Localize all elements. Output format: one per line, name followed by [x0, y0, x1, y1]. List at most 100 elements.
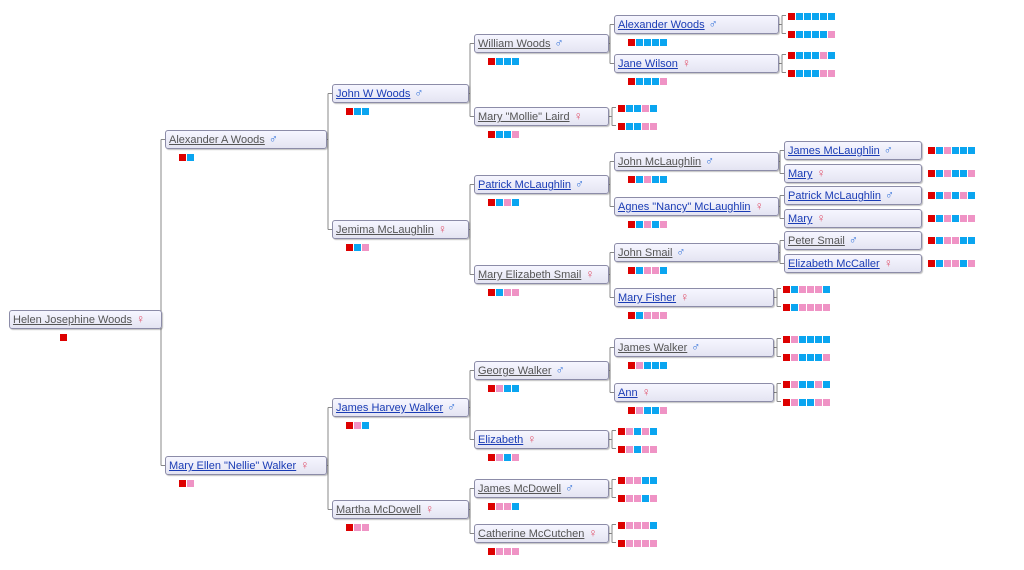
person-box-mary-fisher[interactable]: Mary Fisher♀ — [614, 288, 774, 307]
person-box-alexander-a-woods[interactable]: Alexander A Woods♂ — [165, 130, 327, 149]
person-name-link[interactable]: Helen Josephine Woods — [13, 314, 133, 326]
person-box-john-w-woods[interactable]: John W Woods♂ — [332, 84, 469, 103]
ancestry-marker-squares — [628, 39, 667, 46]
female-symbol-icon: ♀ — [816, 211, 826, 225]
marker-square-blue — [354, 108, 361, 115]
person-name-link[interactable]: Martha McDowell — [336, 504, 421, 516]
person-box-mary-mollie-laird[interactable]: Mary "Mollie" Laird♀ — [474, 107, 609, 126]
marker-square-pink — [660, 312, 667, 319]
marker-square-red — [788, 51, 795, 59]
person-name-link[interactable]: Patrick McLaughlin — [478, 179, 571, 191]
marker-square-blue — [796, 69, 803, 77]
marker-square-blue — [960, 147, 967, 154]
person-name-link[interactable]: George Walker — [478, 365, 552, 377]
marker-square-red — [346, 108, 353, 115]
person-name-link[interactable]: James Walker — [618, 342, 688, 354]
person-box-james-mcdowell[interactable]: James McDowell♂ — [474, 479, 609, 498]
marker-square-blue — [642, 476, 649, 484]
marker-square-red — [783, 353, 790, 361]
marker-square-blue — [807, 380, 814, 388]
person-name-link[interactable]: Jane Wilson — [618, 58, 678, 70]
person-box-catherine-mccutchen[interactable]: Catherine McCutchen♀ — [474, 524, 609, 543]
person-name-link[interactable]: John W Woods — [336, 88, 411, 100]
marker-square-blue — [796, 30, 803, 38]
person-name-link[interactable]: Ann — [618, 387, 638, 399]
person-name-link[interactable]: John Smail — [618, 247, 673, 259]
person-name-link[interactable]: Alexander Woods — [618, 19, 705, 31]
marker-square-pink — [636, 362, 643, 369]
person-name-link[interactable]: Elizabeth — [478, 434, 524, 446]
person-box-peter-smail[interactable]: Peter Smail♂ — [784, 231, 922, 250]
marker-square-blue — [815, 353, 822, 361]
person-box-patrick-mclaughlin[interactable]: Patrick McLaughlin♂ — [474, 175, 609, 194]
person-box-james-harvey-walker[interactable]: James Harvey Walker♂ — [332, 398, 469, 417]
marker-square-pink — [652, 267, 659, 274]
person-box-martha-mcdowell[interactable]: Martha McDowell♀ — [332, 500, 469, 519]
person-box-mary[interactable]: Mary♀ — [784, 164, 922, 183]
person-name-link[interactable]: Catherine McCutchen — [478, 528, 585, 540]
person-box-elizabeth-mccaller[interactable]: Elizabeth McCaller♀ — [784, 254, 922, 273]
person-name-link[interactable]: Elizabeth McCaller — [788, 258, 880, 270]
person-box-james-walker[interactable]: James Walker♂ — [614, 338, 774, 357]
marker-square-blue — [652, 78, 659, 85]
person-box-george-walker[interactable]: George Walker♂ — [474, 361, 609, 380]
person-name-link[interactable]: Peter Smail — [788, 235, 845, 247]
ancestry-marker-squares — [628, 78, 667, 85]
marker-square-pink — [626, 539, 633, 547]
marker-square-pink — [636, 407, 643, 414]
person-name-link[interactable]: Patrick McLaughlin — [788, 190, 881, 202]
male-symbol-icon: ♂ — [574, 177, 584, 191]
person-box-agnes-nancy-mclaughlin[interactable]: Agnes "Nancy" McLaughlin♀ — [614, 197, 779, 216]
marker-square-red — [488, 385, 495, 392]
marker-square-pink — [496, 503, 503, 510]
person-box-alexander-woods[interactable]: Alexander Woods♂ — [614, 15, 779, 34]
ancestry-marker-squares — [928, 260, 975, 267]
marker-square-pink — [644, 221, 651, 228]
person-box-john-smail[interactable]: John Smail♂ — [614, 243, 779, 262]
person-name-link[interactable]: Mary — [788, 168, 813, 180]
marker-square-red — [783, 335, 790, 343]
marker-square-pink — [944, 260, 951, 267]
marker-square-pink — [820, 69, 827, 77]
person-box-helen-josephine-woods[interactable]: Helen Josephine Woods♀ — [9, 310, 162, 329]
marker-square-pink — [823, 303, 830, 311]
marker-square-red — [628, 39, 635, 46]
person-box-william-woods[interactable]: William Woods♂ — [474, 34, 609, 53]
male-symbol-icon: ♂ — [414, 86, 424, 100]
person-name-link[interactable]: James Harvey Walker — [336, 402, 444, 414]
person-name-link[interactable]: John McLaughlin — [618, 156, 702, 168]
marker-square-blue — [828, 12, 835, 20]
person-box-patrick-mclaughlin[interactable]: Patrick McLaughlin♂ — [784, 186, 922, 205]
person-name-link[interactable]: Mary Ellen "Nellie" Walker — [169, 460, 297, 472]
person-box-jemima-mclaughlin[interactable]: Jemima McLaughlin♀ — [332, 220, 469, 239]
person-box-james-mclaughlin[interactable]: James McLaughlin♂ — [784, 141, 922, 160]
person-name-link[interactable]: Jemima McLaughlin — [336, 224, 434, 236]
person-box-mary-elizabeth-smail[interactable]: Mary Elizabeth Smail♀ — [474, 265, 609, 284]
person-box-mary-ellen-nellie-walker[interactable]: Mary Ellen "Nellie" Walker♀ — [165, 456, 327, 475]
person-name-link[interactable]: Mary "Mollie" Laird — [478, 111, 570, 123]
marker-square-red — [488, 131, 495, 138]
person-box-ann[interactable]: Ann♀ — [614, 383, 774, 402]
person-name-link[interactable]: James McLaughlin — [788, 145, 880, 157]
person-name-link[interactable]: Agnes "Nancy" McLaughlin — [618, 201, 751, 213]
marker-square-red — [783, 285, 790, 293]
person-name-link[interactable]: William Woods — [478, 38, 551, 50]
person-name-link[interactable]: Alexander A Woods — [169, 134, 265, 146]
person-name-link[interactable]: James McDowell — [478, 483, 562, 495]
ancestry-marker-squares — [628, 312, 667, 319]
person-name-link[interactable]: Mary Elizabeth Smail — [478, 269, 582, 281]
marker-square-pink — [634, 494, 641, 502]
marker-square-blue — [512, 385, 519, 392]
marker-square-pink — [968, 215, 975, 222]
person-name-link[interactable]: Mary — [788, 213, 813, 225]
marker-square-blue — [799, 380, 806, 388]
person-box-elizabeth[interactable]: Elizabeth♀ — [474, 430, 609, 449]
ancestry-marker-squares — [488, 454, 519, 461]
person-box-mary[interactable]: Mary♀ — [784, 209, 922, 228]
person-box-john-mclaughlin[interactable]: John McLaughlin♂ — [614, 152, 779, 171]
person-box-jane-wilson[interactable]: Jane Wilson♀ — [614, 54, 779, 73]
marker-square-blue — [815, 335, 822, 343]
marker-square-blue — [354, 244, 361, 251]
ancestry-marker-squares — [928, 147, 975, 154]
person-name-link[interactable]: Mary Fisher — [618, 292, 677, 304]
